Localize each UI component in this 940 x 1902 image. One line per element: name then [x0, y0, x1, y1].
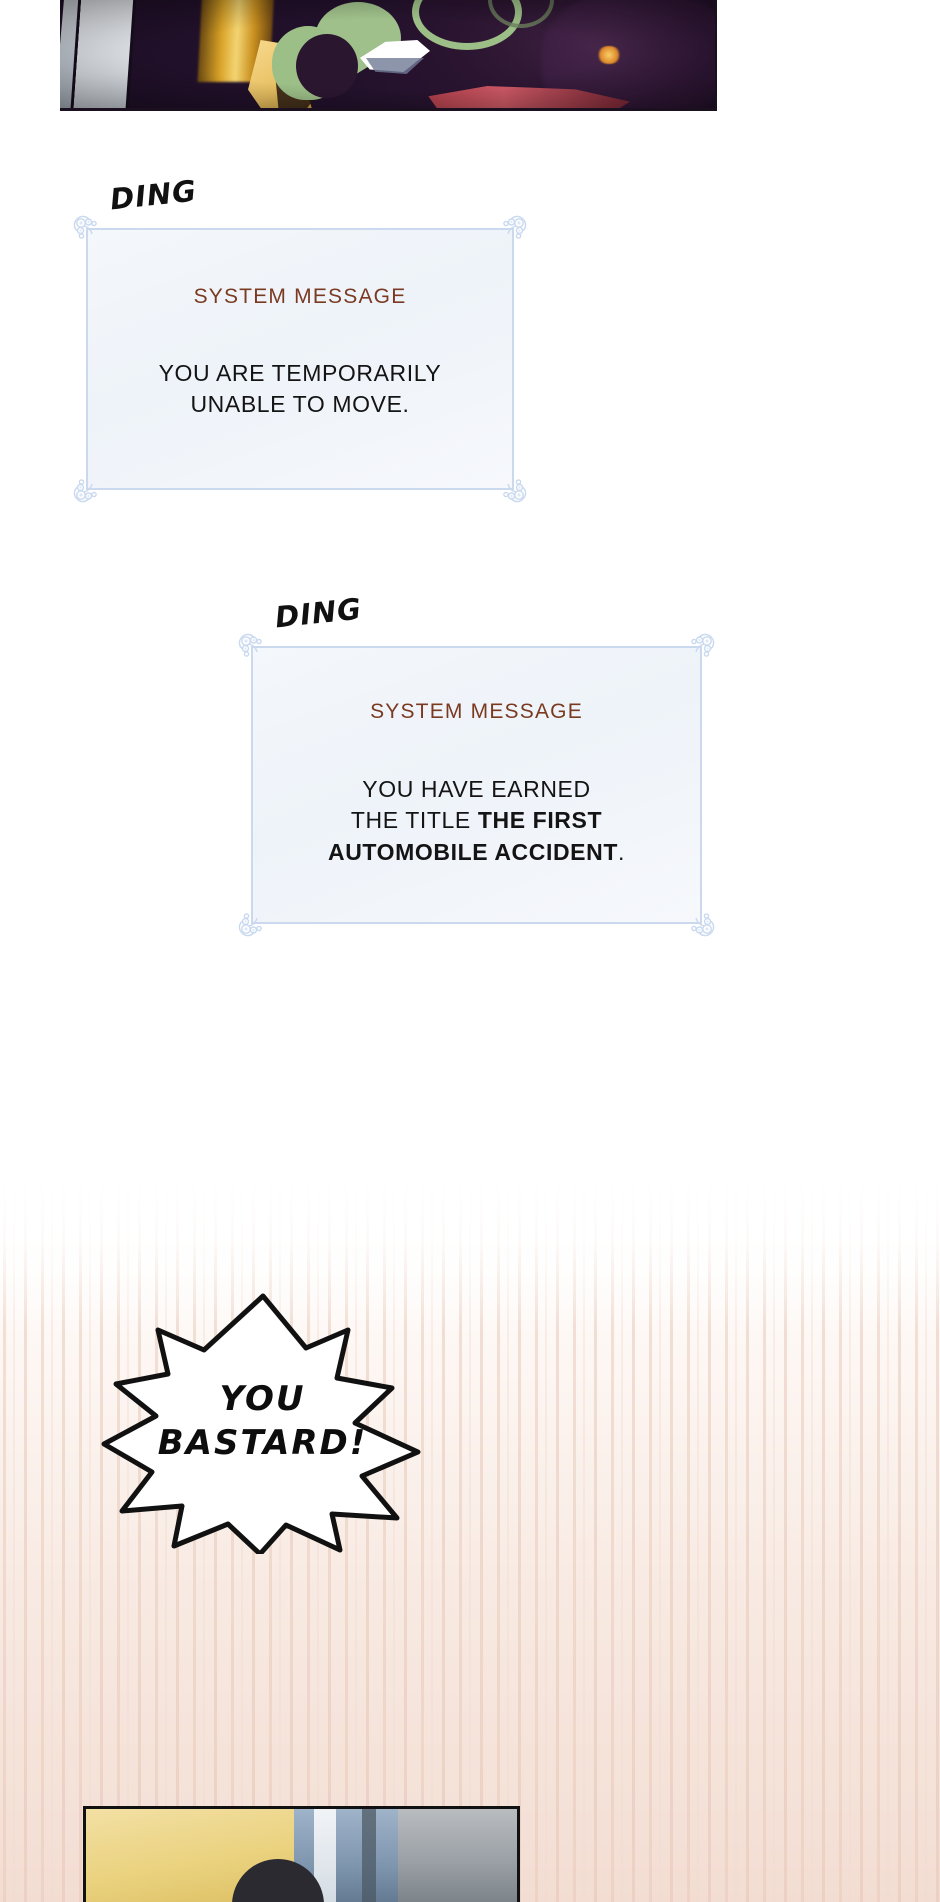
filigree-corner-icon [71, 213, 105, 247]
filigree-corner-icon [236, 631, 270, 665]
filigree-corner-icon [71, 471, 105, 505]
speed-lines-top-fade [0, 1180, 940, 1330]
filigree-corner-icon [683, 631, 717, 665]
white-highlight-strip [314, 1809, 336, 1902]
system-message-title: SYSTEM MESSAGE [370, 700, 583, 723]
grey-band [398, 1809, 517, 1902]
sfx-ding-1: DING [108, 173, 199, 217]
dark-strip [362, 1809, 376, 1902]
red-accent-shape [428, 86, 630, 108]
system-message-title: SYSTEM MESSAGE [193, 285, 407, 308]
top-comic-panel [60, 0, 717, 111]
filigree-corner-icon [236, 905, 270, 939]
spark-glow [596, 46, 622, 64]
speed-lines-panel [0, 1180, 940, 1902]
mask-dark-inner [296, 34, 358, 98]
sfx-ding-2: DING [273, 591, 364, 635]
filigree-corner-icon [495, 213, 529, 247]
filigree-corner-icon [495, 471, 529, 505]
panel-vignette [60, 0, 715, 108]
character-eye-shadow [366, 58, 424, 74]
bottom-panel-slice [83, 1806, 520, 1902]
filigree-corner-icon [683, 905, 717, 939]
